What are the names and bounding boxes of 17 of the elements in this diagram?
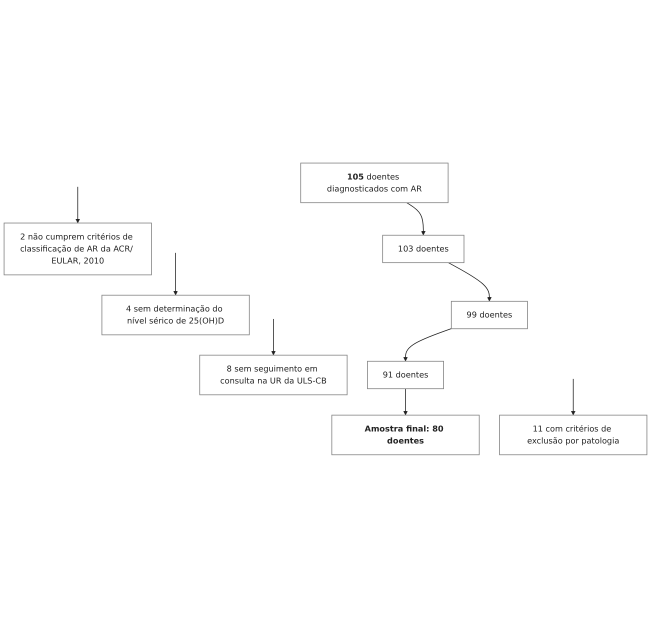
arrow — [173, 252, 178, 295]
node-box: 2 não cumprem critérios de classificação de AR da ACR/ EULAR, 2010 — [4, 222, 152, 275]
node-box: 8 sem seguimento em consulta na UR da ULS-CB — [199, 354, 348, 395]
node-box: 4 sem determinação do nível sérico de 25(OH)D — [102, 294, 250, 335]
node-box: 91 doentes — [367, 360, 444, 389]
arrow — [403, 388, 408, 415]
arrow — [271, 318, 276, 355]
arrow — [571, 378, 576, 415]
node-box: 105 doentes diagnosticados com AR — [300, 162, 448, 203]
arrow — [406, 202, 426, 236]
node-box: Amostra final: 80 doentes — [331, 414, 480, 455]
arrow — [403, 328, 452, 362]
node-box: 103 doentes — [382, 234, 464, 263]
node-box: 11 com critérios de exclusão por patologia — [499, 414, 648, 455]
arrow — [448, 262, 492, 302]
arrow — [76, 186, 80, 223]
node-box: 99 doentes — [450, 300, 528, 329]
